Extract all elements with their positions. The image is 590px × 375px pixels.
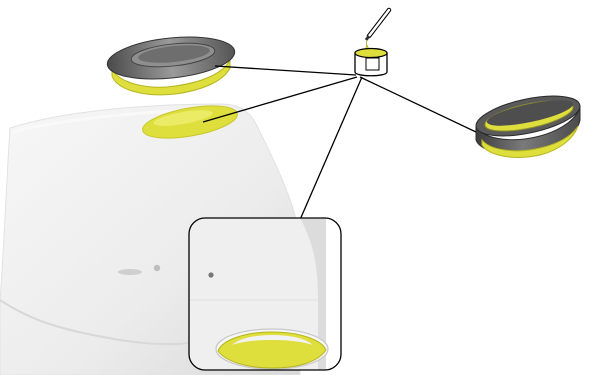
seal-ring-left-bore-inner: [138, 45, 210, 63]
inset-bore-inner: [232, 335, 313, 345]
glue-pot-surface: [354, 47, 388, 59]
seal-ring-right-glue-band: [481, 125, 579, 158]
inset-frame: [188, 217, 342, 371]
leader-line-to-top-seat: [202, 76, 358, 123]
seal-ring-right: [475, 95, 581, 158]
brush-icon: [364, 7, 392, 41]
leader-line-to-left-ring: [214, 65, 357, 76]
housing-hole: [153, 264, 161, 272]
inset-housing-shading: [300, 218, 326, 370]
glue-pot-icon: [354, 7, 392, 77]
glue-pot-label: [365, 57, 380, 71]
top-seat-glue-highlight: [153, 110, 213, 126]
housing-lower-curve: [0, 299, 201, 346]
inset-hole: [208, 272, 214, 278]
housing-slot: [118, 269, 142, 275]
seal-ring-left: [106, 36, 236, 96]
seal-ring-right-bore-dark: [486, 100, 574, 126]
seal-ring-left-glue-band: [111, 59, 231, 96]
inset-detail-view: [188, 217, 342, 371]
leader-lines: [202, 65, 477, 352]
leader-line-to-right-ring: [359, 76, 477, 133]
